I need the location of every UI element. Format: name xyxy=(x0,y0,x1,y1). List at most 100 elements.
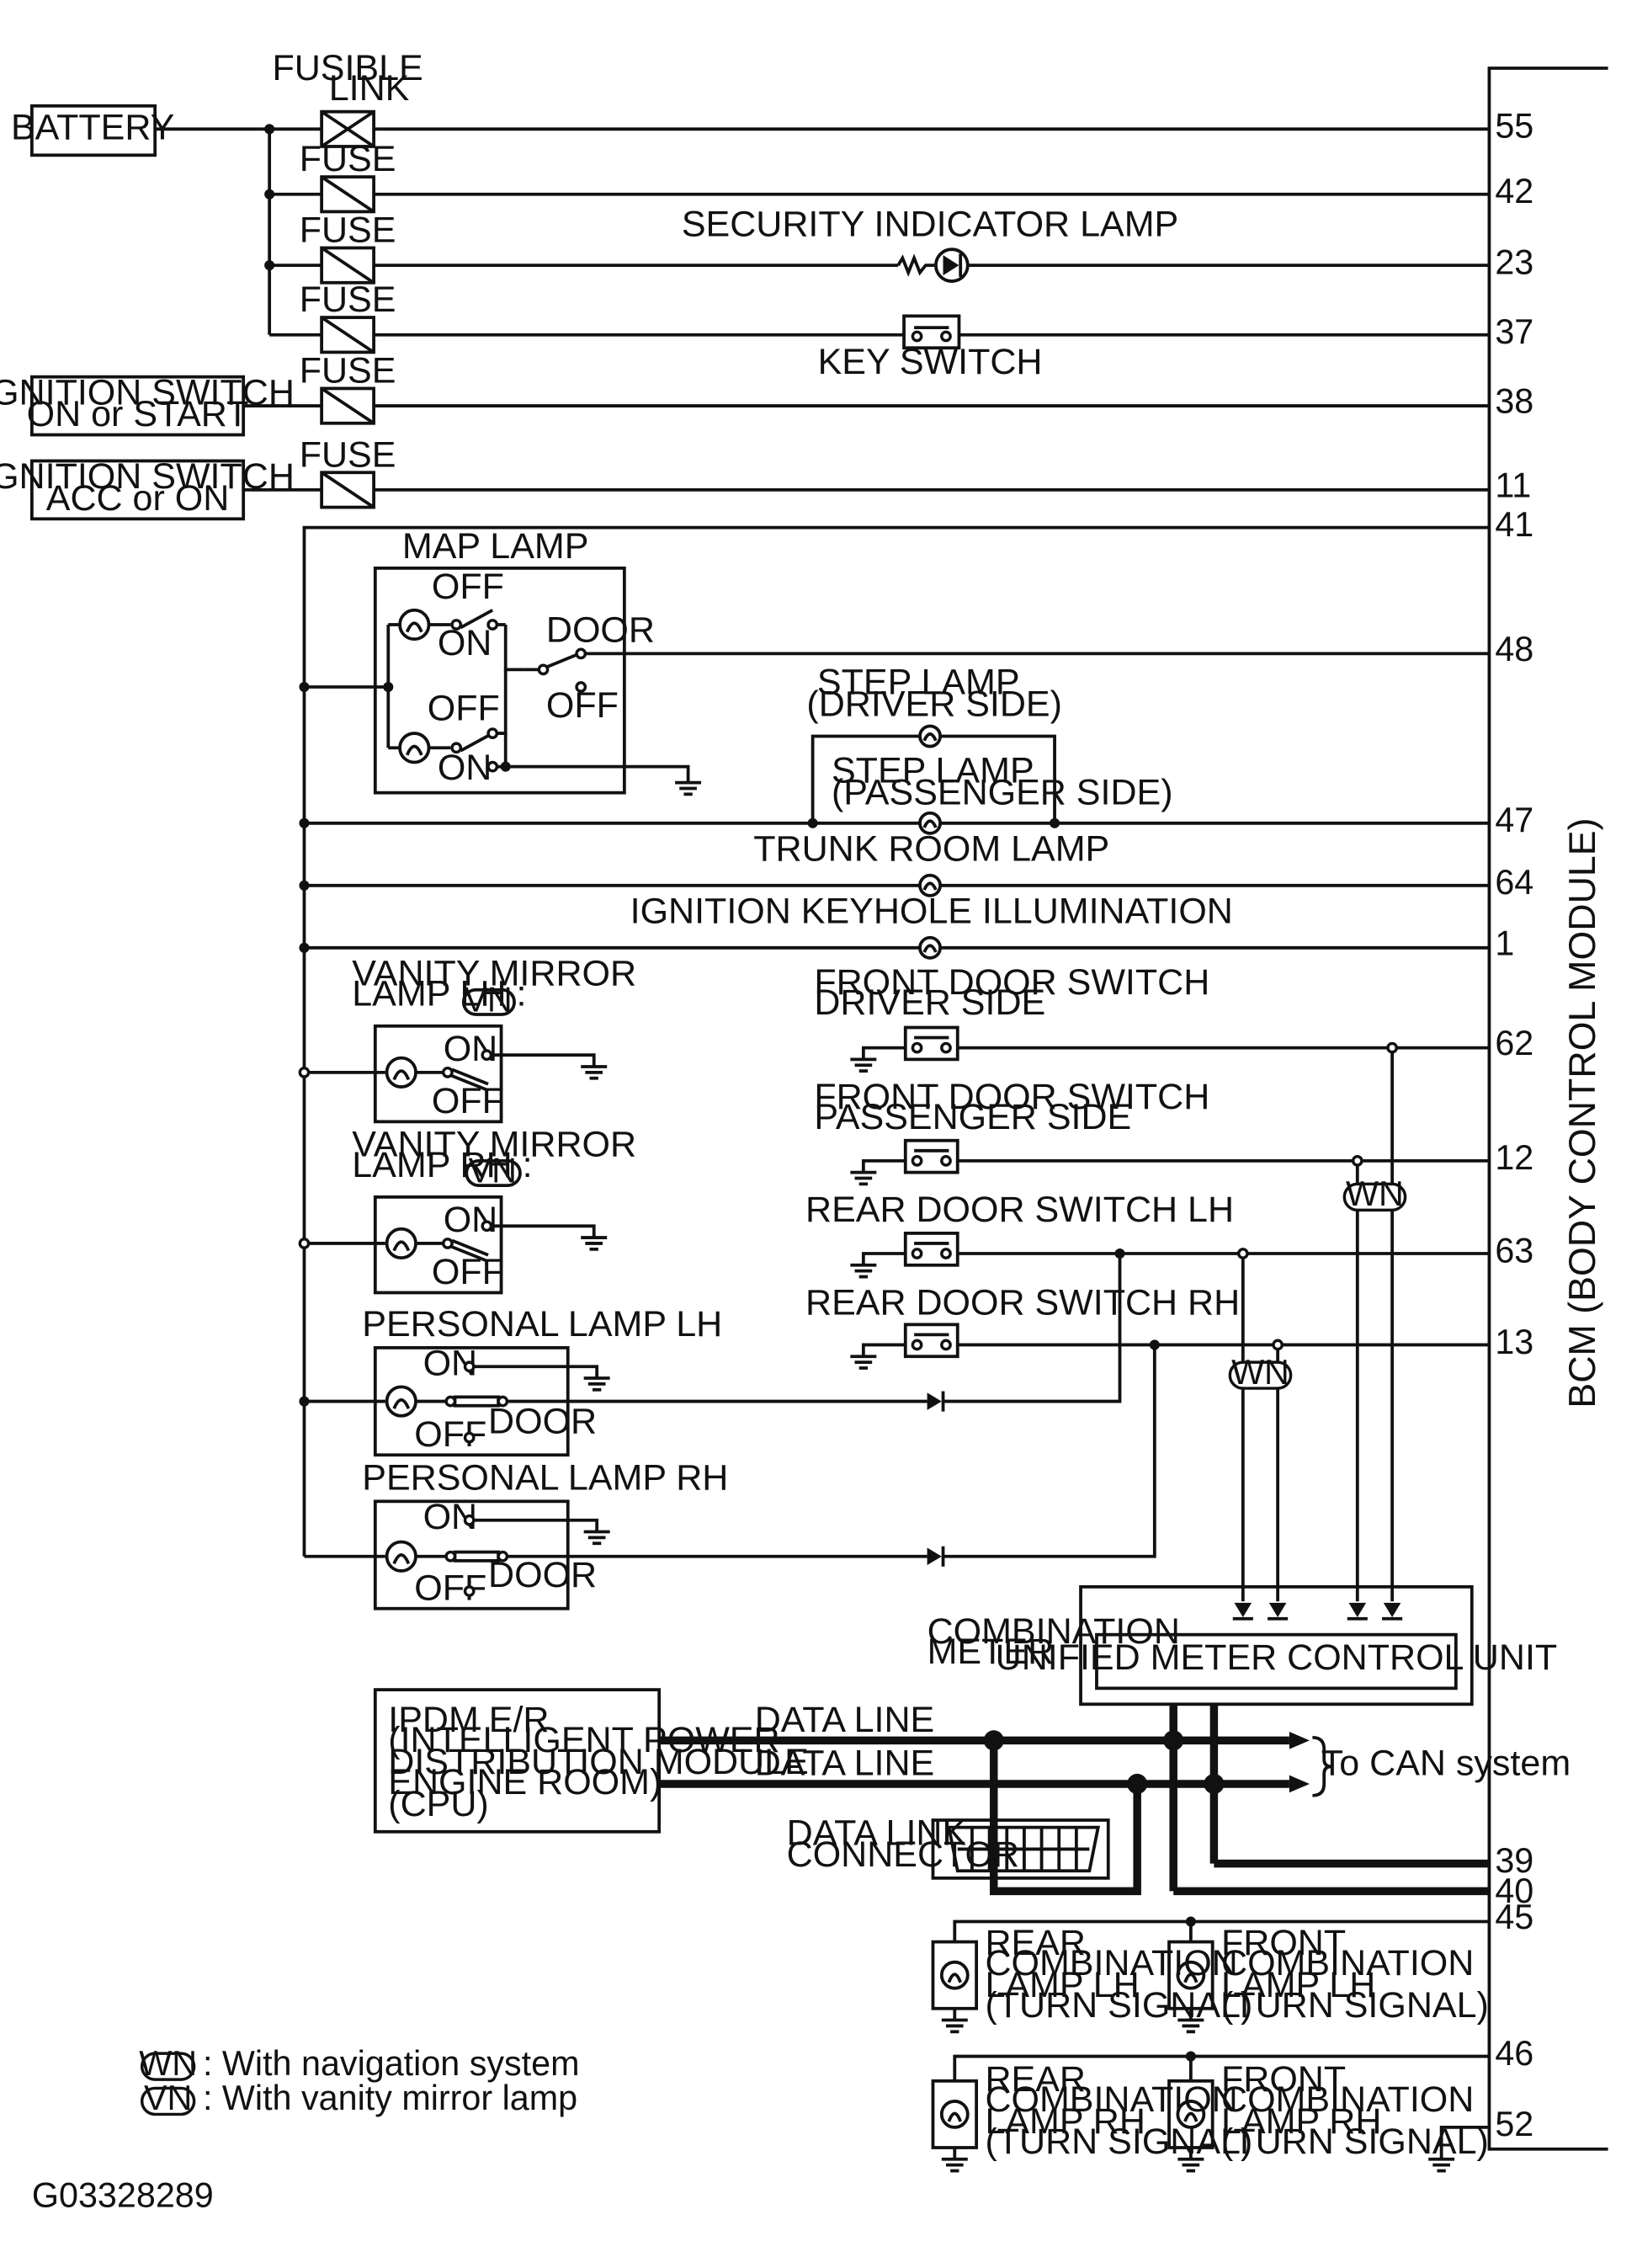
data-line-label: DATA LINE xyxy=(755,1700,935,1740)
key-switch-icon xyxy=(902,314,961,350)
front-door-switch-driver-icon xyxy=(903,1025,959,1062)
pin-13: 13 xyxy=(1495,1323,1533,1361)
bcm-label: BCM (BODY CONTROL MODULE) xyxy=(1561,817,1603,1408)
switch-on-label: ON xyxy=(438,748,492,788)
vanity-mirror-lamp-rh: VANITY MIRROR LAMP RH : VN ON OFF xyxy=(308,1125,636,1295)
pin-41: 41 xyxy=(1495,505,1533,544)
diode-icon xyxy=(1382,1602,1403,1621)
ground-icon xyxy=(850,1170,877,1186)
switch-off-label: OFF xyxy=(414,1414,486,1455)
rear-comb-lamp-label-4: (TURN SIGNAL) xyxy=(985,2122,1252,2162)
switch-off-label: OFF xyxy=(432,1252,504,1292)
vanity-mirror-rh-label: VANITY MIRROR xyxy=(352,1125,636,1165)
pin-47: 47 xyxy=(1495,801,1533,839)
rear-comb-lamp-label-4: (TURN SIGNAL) xyxy=(985,1985,1252,2026)
battery-box: BATTERY xyxy=(11,104,174,157)
ipdm-label-5: (CPU) xyxy=(388,1784,488,1824)
rear-combination-lamp-rh: REAR COMBINATION LAMP RH (TURN SIGNAL) xyxy=(931,2059,1252,2173)
front-comb-lamp-label-2: COMBINATION xyxy=(1221,2079,1474,2120)
step-lamp-driver-bulb-icon xyxy=(918,724,942,748)
ground-icon xyxy=(675,780,702,796)
pin-40: 40 xyxy=(1495,1871,1533,1910)
switch-off-label: OFF xyxy=(428,689,500,729)
fusible-link-label-2: LINK xyxy=(329,68,410,109)
ground-icon xyxy=(941,2018,968,2034)
switch-off-label: OFF xyxy=(414,1568,486,1608)
map-lamp-label: MAP LAMP xyxy=(402,526,589,567)
vanity-mirror-rh-bulb-icon xyxy=(385,1227,417,1260)
map-lamp: MAP LAMP OFF ON DOOR OFF xyxy=(304,526,1490,795)
diode-icon xyxy=(1347,1602,1368,1621)
wn-badge-label: WN xyxy=(1231,1353,1289,1392)
ignition-switch-position-label: ON or START xyxy=(27,394,249,434)
map-lamp-bulb-icon xyxy=(398,608,431,642)
front-door-switch-driver-side-label: DRIVER SIDE xyxy=(814,982,1045,1023)
step-lamps: STEP LAMP (DRIVER SIDE) STEP LAMP (PASSE… xyxy=(304,663,1490,835)
vn-badge: VN xyxy=(469,1152,517,1190)
switch-door-label: DOOR xyxy=(546,610,655,651)
vanity-mirror-lh-label-2: LAMP LH : xyxy=(352,974,526,1014)
ipdm-er: IPDM E/R (INTELLIGENT POWER DISTRIBUTION… xyxy=(373,1688,809,1834)
ignition-switch-position-label: ACC or ON xyxy=(46,478,230,519)
fuse-icon xyxy=(320,386,375,425)
data-line-label: DATA LINE xyxy=(755,1744,935,1784)
legend-vn-text: : With vanity mirror lamp xyxy=(203,2079,577,2117)
pin-12: 12 xyxy=(1495,1138,1533,1177)
vanity-mirror-lh-bulb-icon xyxy=(385,1056,417,1089)
ground-icon xyxy=(583,1530,610,1546)
switch-door-label: DOOR xyxy=(488,1555,597,1595)
personal-lamp-rh-label: PERSONAL LAMP RH xyxy=(362,1458,728,1499)
switch-on-label: ON xyxy=(444,1200,498,1240)
pin-45: 45 xyxy=(1495,1898,1533,1936)
ipdm-label-3: DISTRIBUTION MODULE xyxy=(388,1742,809,1782)
ignition-switch-on-start-box: IGNITION SWITCH ON or START xyxy=(0,372,295,437)
pin-39: 39 xyxy=(1495,1841,1533,1880)
diode-icon xyxy=(927,1546,945,1567)
diode-icon xyxy=(1232,1602,1253,1621)
front-comb-lamp-label: FRONT xyxy=(1221,1923,1346,1963)
ground-icon xyxy=(1177,2018,1204,2034)
to-can-system-label: To CAN system xyxy=(1321,1744,1571,1784)
key-switch-label: KEY SWITCH xyxy=(818,342,1043,382)
switch-door-label: DOOR xyxy=(488,1401,597,1441)
security-indicator-lamp-label: SECURITY INDICATOR LAMP xyxy=(682,205,1178,245)
ground-icon xyxy=(850,1355,877,1370)
fuse-icon xyxy=(320,316,375,354)
front-door-switch-passenger-side-label: PASSENGER SIDE xyxy=(814,1097,1131,1137)
data-link-connector-label-2: CONNECTOR xyxy=(787,1834,1019,1875)
rear-combination-lamp-lh: REAR COMBINATION LAMP LH (TURN SIGNAL) xyxy=(931,1923,1252,2034)
ground-icon xyxy=(850,1263,877,1279)
fuse-label: FUSE xyxy=(300,280,396,320)
ground-icon xyxy=(581,1065,608,1080)
combination-meter: COMBINATION METER UNIFIED METER CONTROL … xyxy=(927,1584,1557,1706)
rear-door-switch-rh-label: REAR DOOR SWITCH RH xyxy=(805,1282,1240,1323)
front-comb-lamp-label-2: COMBINATION xyxy=(1221,1943,1474,1983)
vanity-mirror-lamp-lh: VANITY MIRROR LAMP LH : VN ON OFF xyxy=(308,954,636,1124)
personal-lamp-lh: PERSONAL LAMP LH ON OFF DOOR xyxy=(304,1254,1122,1457)
switch-on-label: ON xyxy=(438,623,492,663)
legend-wn-badge: WN xyxy=(139,2044,197,2083)
switch-off-label: OFF xyxy=(432,567,504,607)
pin-11: 11 xyxy=(1495,466,1531,505)
security-indicator-lamp-icon xyxy=(896,248,970,283)
fuse-label: FUSE xyxy=(300,351,396,391)
diode-icon xyxy=(1268,1602,1289,1621)
ipdm-label: IPDM E/R xyxy=(388,1700,549,1740)
map-lamp-bulb-icon xyxy=(398,732,431,764)
front-combination-lamp-lh: FRONT COMBINATION LAMP LH (TURN SIGNAL) xyxy=(1167,1923,1489,2034)
personal-lamp-lh-bulb-icon xyxy=(385,1385,417,1418)
pin-46: 46 xyxy=(1495,2034,1533,2073)
pin-64: 64 xyxy=(1495,863,1533,902)
vanity-mirror-lh-label: VANITY MIRROR xyxy=(352,954,636,994)
diode-icon xyxy=(927,1391,945,1412)
pin-42: 42 xyxy=(1495,172,1533,210)
step-lamp-driver-label: STEP LAMP xyxy=(817,663,1020,703)
wn-badge: WN xyxy=(1228,1353,1293,1392)
rear-comb-lamp-label: REAR xyxy=(985,2059,1086,2100)
ground-icon xyxy=(1428,2157,1455,2173)
ignition-keyhole-illumination-label: IGNITION KEYHOLE ILLUMINATION xyxy=(630,892,1233,932)
trunk-room-lamp-label: TRUNK ROOM LAMP xyxy=(753,829,1109,870)
front-comb-lamp-label-3: LAMP RH xyxy=(1221,2101,1381,2142)
vn-badge: VN xyxy=(464,981,512,1020)
personal-lamp-rh-bulb-icon xyxy=(385,1540,417,1573)
